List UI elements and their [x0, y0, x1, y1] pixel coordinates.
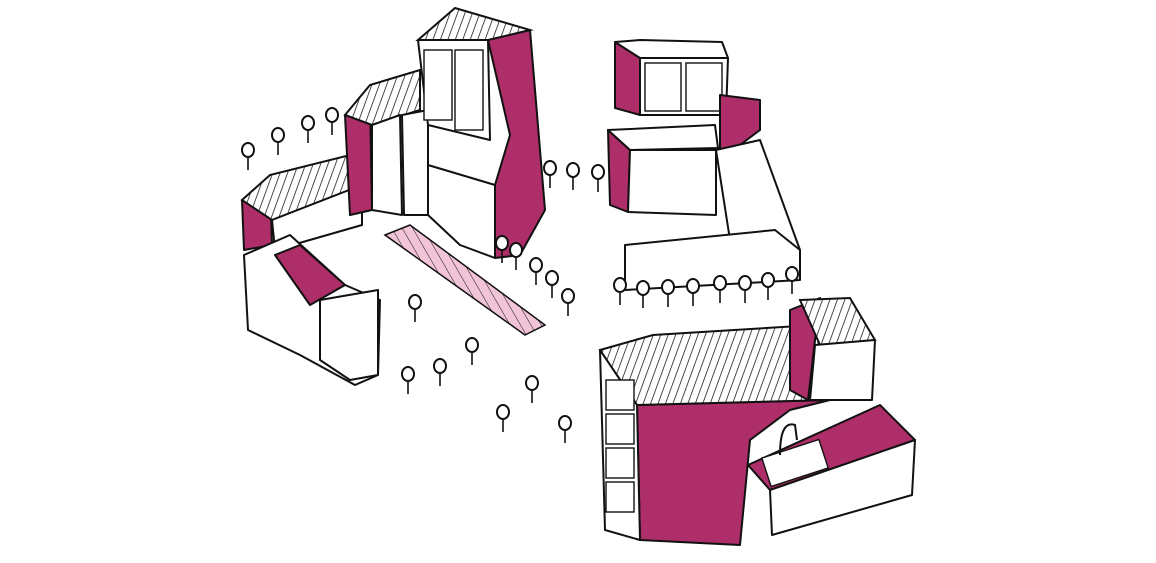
stool	[433, 358, 447, 386]
stool	[301, 115, 315, 143]
stool	[401, 366, 415, 394]
stool	[525, 375, 539, 403]
stool	[495, 235, 509, 263]
left-kitchen	[240, 6, 547, 386]
stool	[408, 294, 422, 322]
stool	[561, 288, 575, 316]
stool	[543, 160, 557, 188]
stools	[241, 107, 799, 443]
stool	[591, 164, 605, 192]
stool	[325, 107, 339, 135]
right-top-cabinets	[607, 39, 801, 291]
stool	[686, 278, 700, 306]
stool	[566, 162, 580, 190]
stool	[785, 266, 799, 294]
stool	[465, 337, 479, 365]
stool	[558, 415, 572, 443]
stool	[613, 277, 627, 305]
stool	[761, 272, 775, 300]
stool	[545, 270, 559, 298]
stool	[271, 127, 285, 155]
stool	[529, 257, 543, 285]
stool	[713, 275, 727, 303]
stool	[738, 275, 752, 303]
stool	[496, 404, 510, 432]
stool	[509, 242, 523, 270]
stool	[661, 279, 675, 307]
stool	[636, 280, 650, 308]
stool	[241, 142, 255, 170]
right-bottom-kitchen	[598, 296, 916, 546]
